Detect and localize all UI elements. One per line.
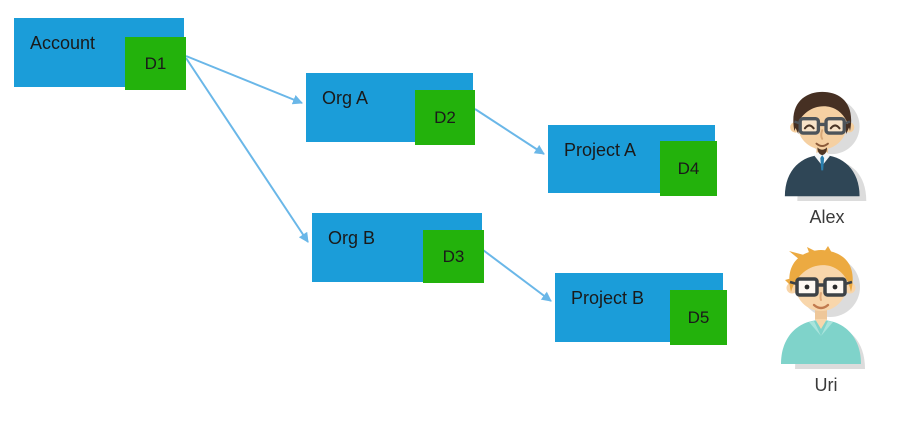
project-b-label: Project B bbox=[571, 288, 645, 308]
account-badge-label: D1 bbox=[144, 53, 167, 73]
org-b-label: Org B bbox=[328, 228, 376, 248]
project-b-badge-label: D5 bbox=[687, 307, 710, 327]
org-a-badge-label: D2 bbox=[434, 107, 456, 127]
project-a-badge-label: D4 bbox=[677, 158, 700, 178]
alex-avatar bbox=[784, 91, 867, 202]
edge-d1-orga-arrow bbox=[185, 55, 303, 105]
project-b-badge-d5: D5 bbox=[670, 290, 727, 345]
org-a-badge-d2: D2 bbox=[415, 90, 475, 145]
project-a-label: Project A bbox=[564, 140, 637, 160]
project-a-badge-d4: D4 bbox=[660, 141, 717, 196]
user-alex: Alex bbox=[779, 89, 875, 228]
org-b-badge-label: D3 bbox=[442, 246, 465, 266]
account-label: Account bbox=[30, 33, 96, 53]
account-badge-d1: D1 bbox=[125, 37, 186, 90]
user-uri: Uri bbox=[776, 246, 876, 396]
org-b-badge-d3: D3 bbox=[423, 230, 484, 283]
edge-d2-projecta-arrow bbox=[474, 108, 545, 155]
edge-d3-projectb-arrow bbox=[482, 249, 552, 302]
uri-avatar bbox=[781, 246, 865, 369]
user-uri-name: Uri bbox=[814, 375, 838, 395]
org-a-label: Org A bbox=[322, 88, 369, 108]
user-alex-name: Alex bbox=[809, 207, 845, 227]
edge-d1-orgb-arrow bbox=[185, 57, 309, 243]
